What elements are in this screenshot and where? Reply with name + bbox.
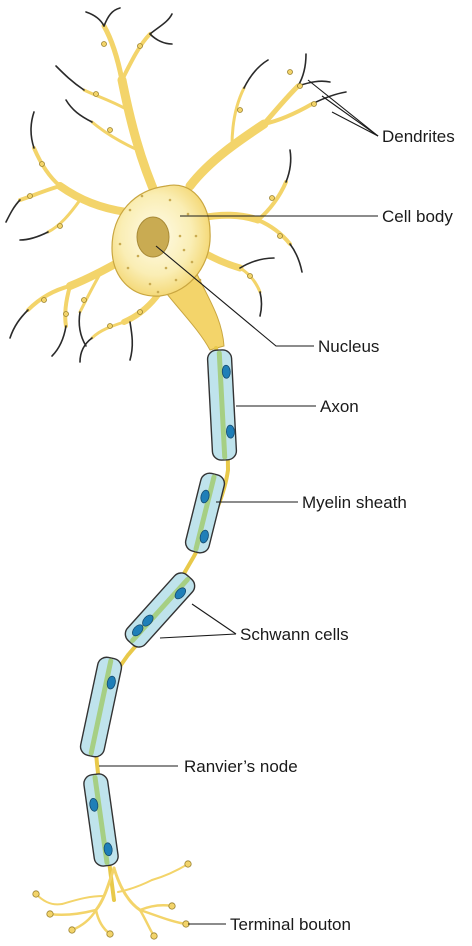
nucleus-shape [137, 217, 169, 257]
schwann-cell-nucleus [222, 365, 231, 378]
cell-body [112, 185, 224, 350]
label-myelin-sheath: Myelin sheath [302, 493, 407, 512]
myelin-sheath-segment-5 [83, 773, 120, 867]
myelin-sheath-segment-4 [79, 656, 123, 759]
label-schwann-cells: Schwann cells [240, 625, 349, 644]
myelin-sheath-segment-3 [122, 569, 199, 650]
label-terminal-bouton: Terminal bouton [230, 915, 351, 934]
label-axon: Axon [320, 397, 359, 416]
label-ranviers-node: Ranvier’s node [184, 757, 298, 776]
label-cell-body: Cell body [382, 207, 453, 226]
schwann-cell-nucleus [226, 425, 235, 438]
myelin-sheath-segment-1 [207, 349, 237, 460]
label-nucleus: Nucleus [318, 337, 379, 356]
label-dendrites: Dendrites [382, 127, 455, 146]
myelin-sheath-segment-2 [184, 471, 227, 554]
